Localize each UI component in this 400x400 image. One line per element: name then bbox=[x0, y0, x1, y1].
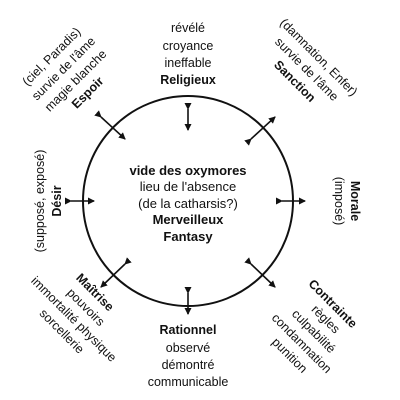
arrow-top-right bbox=[244, 116, 276, 146]
center-line-1: vide des oxymores bbox=[129, 163, 246, 178]
label-desir: (supposé, exposé) Désir bbox=[33, 150, 64, 253]
center-line-2: lieu de l'absence bbox=[140, 179, 236, 194]
arrow-bottom-right bbox=[244, 257, 276, 288]
rationnel-title: Rationnel bbox=[160, 323, 217, 337]
morale-line-1: (imposé) bbox=[332, 177, 346, 226]
desir-line-1: (supposé, exposé) bbox=[33, 150, 47, 253]
center-label: vide des oxymores lieu de l'absence (de … bbox=[129, 163, 246, 244]
center-line-3: (de la catharsis?) bbox=[138, 196, 238, 211]
arrow-top-left bbox=[94, 110, 126, 140]
label-espoir: (ciel, Paradis) survie de l'âme magie bl… bbox=[20, 25, 110, 115]
religieux-line-2: croyance bbox=[163, 39, 214, 53]
label-maitrise: Maîtrise pouvoirs immortalité physique s… bbox=[28, 271, 119, 365]
morale-title: Morale bbox=[348, 181, 362, 221]
center-line-5: Fantasy bbox=[163, 229, 213, 244]
rationnel-line-2: démontré bbox=[162, 358, 215, 372]
label-sanction: (damnation, Enfer) survie de l'âme Sanct… bbox=[271, 16, 360, 105]
rationnel-line-1: observé bbox=[166, 341, 211, 355]
label-rationnel: Rationnel observé démontré communicable bbox=[148, 323, 229, 389]
arrow-bottom-left bbox=[100, 257, 132, 288]
arrows bbox=[65, 103, 306, 315]
label-morale: (imposé) Morale bbox=[332, 177, 362, 226]
label-contrainte: Contrainte règles culpabilité condamnati… bbox=[269, 277, 360, 376]
rationnel-line-3: communicable bbox=[148, 375, 229, 389]
center-line-4: Merveilleux bbox=[153, 212, 225, 227]
religieux-line-1: révélé bbox=[171, 21, 205, 35]
religieux-line-3: ineffable bbox=[164, 56, 211, 70]
desir-title: Désir bbox=[50, 185, 64, 216]
religieux-title: Religieux bbox=[160, 73, 216, 87]
label-religieux: révélé croyance ineffable Religieux bbox=[160, 21, 216, 87]
